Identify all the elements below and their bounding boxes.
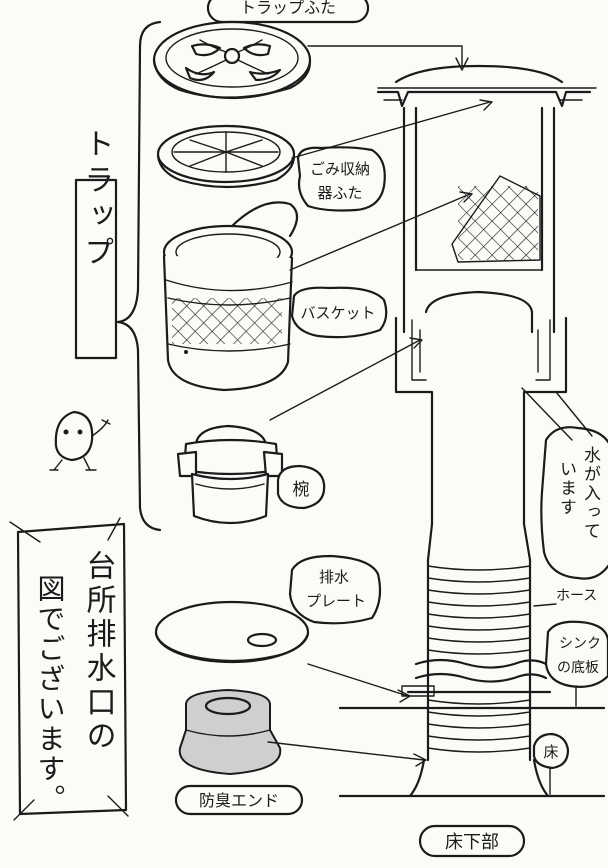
bowl-part	[176, 424, 284, 525]
underfloor-label-text: 床下部	[445, 832, 499, 853]
basket-label: バスケット	[290, 286, 388, 339]
sink-bottom-label: シンク の底板	[544, 620, 608, 688]
mascot-character	[49, 410, 111, 471]
odor-end-label-text: 防臭エンド	[199, 791, 279, 810]
sink-bottom-label-line1: シンク	[559, 636, 601, 652]
trap-lid-label-text: トラップふた	[240, 0, 336, 17]
title-card-line2: 図でございます。	[34, 574, 67, 814]
leader-lines	[267, 45, 593, 795]
drain-plate-label: 排水 プレート	[288, 554, 382, 625]
drain-plate-label-line1: 排水	[319, 568, 349, 586]
assembly-cross-section	[338, 64, 606, 798]
water-label-line1: 水が入って	[580, 446, 601, 541]
bowl-label: 椀	[276, 464, 326, 510]
bowl-label-text: 椀	[293, 480, 310, 500]
odor-end-part	[178, 688, 282, 776]
water-label-line2: います	[556, 460, 576, 517]
title-card: 台所排水口の 図でございます。	[9, 517, 129, 821]
trash-lid-label: ごみ収納 器ふた	[296, 146, 386, 212]
water-label: 水が入って います	[540, 426, 608, 580]
hose-label-text: ホース	[556, 588, 597, 604]
floor-label: 床	[532, 732, 570, 770]
drain-plate-part	[154, 600, 310, 664]
hose-label: ホース	[556, 588, 597, 604]
trash-lid-label-line1: ごみ収納	[310, 160, 370, 178]
sink-bottom-label-line2: の底板	[557, 660, 599, 676]
trap-lid-part	[152, 20, 312, 100]
trap-vertical-text: トラップ	[79, 128, 114, 272]
drain-plate-label-line2: プレート	[306, 592, 366, 610]
basket-label-text: バスケット	[300, 304, 375, 322]
basket-part	[162, 201, 299, 392]
underfloor-label: 床下部	[418, 824, 526, 858]
trash-lid-label-line2: 器ふた	[317, 184, 362, 202]
title-card-line1: 台所排水口の	[81, 550, 117, 754]
odor-end-label: 防臭エンド	[174, 784, 304, 816]
trap-vertical-label: トラップ	[74, 128, 118, 360]
trash-lid-part	[156, 124, 296, 189]
floor-label-text: 床	[543, 743, 558, 761]
trap-group-brace	[116, 20, 162, 532]
trap-lid-label: トラップふた	[206, 0, 370, 24]
